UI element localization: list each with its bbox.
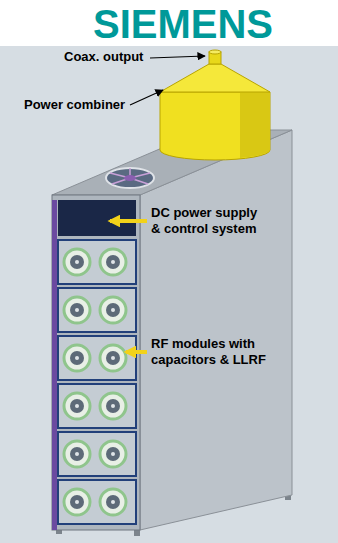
- combiner-cone: [160, 64, 270, 92]
- leader-arrow: [150, 56, 205, 58]
- leader-arrow: [130, 90, 163, 105]
- cabinet-side: [140, 130, 292, 530]
- callout-box: Power combiner: [24, 97, 128, 113]
- part-label: Power combiner: [24, 97, 128, 113]
- dc-power-supply-bay: [58, 200, 136, 236]
- front-strip: [52, 200, 57, 530]
- pointer-arrow: [126, 350, 147, 354]
- fan-blades: [110, 168, 150, 184]
- part-label: Coax. output: [64, 49, 148, 65]
- callout-box: RF modules with capacitors & LLRF: [151, 336, 277, 368]
- part-label: RF modules with capacitors & LLRF: [151, 336, 277, 368]
- rf-module: [58, 480, 136, 524]
- callout-box: DC power supply & control system: [151, 205, 263, 237]
- logo-box: SIEMENS: [93, 2, 273, 46]
- rf-module: [58, 240, 136, 284]
- rf-module: [58, 384, 136, 428]
- pointer-arrow: [110, 219, 147, 223]
- cabinet-front: [52, 195, 140, 530]
- part-label: DC power supply & control system: [151, 205, 263, 237]
- fan-hub: [124, 175, 136, 181]
- combiner-body: [160, 92, 270, 160]
- coax-cap: [209, 50, 221, 54]
- rf-module: [58, 432, 136, 476]
- rf-module: [58, 336, 136, 380]
- callout-box: Coax. output: [64, 49, 148, 65]
- rf-module: [58, 288, 136, 332]
- top-fan: [106, 168, 154, 188]
- background-panel: [0, 46, 338, 543]
- combiner-shade: [240, 92, 270, 158]
- company-logo: SIEMENS: [93, 2, 273, 46]
